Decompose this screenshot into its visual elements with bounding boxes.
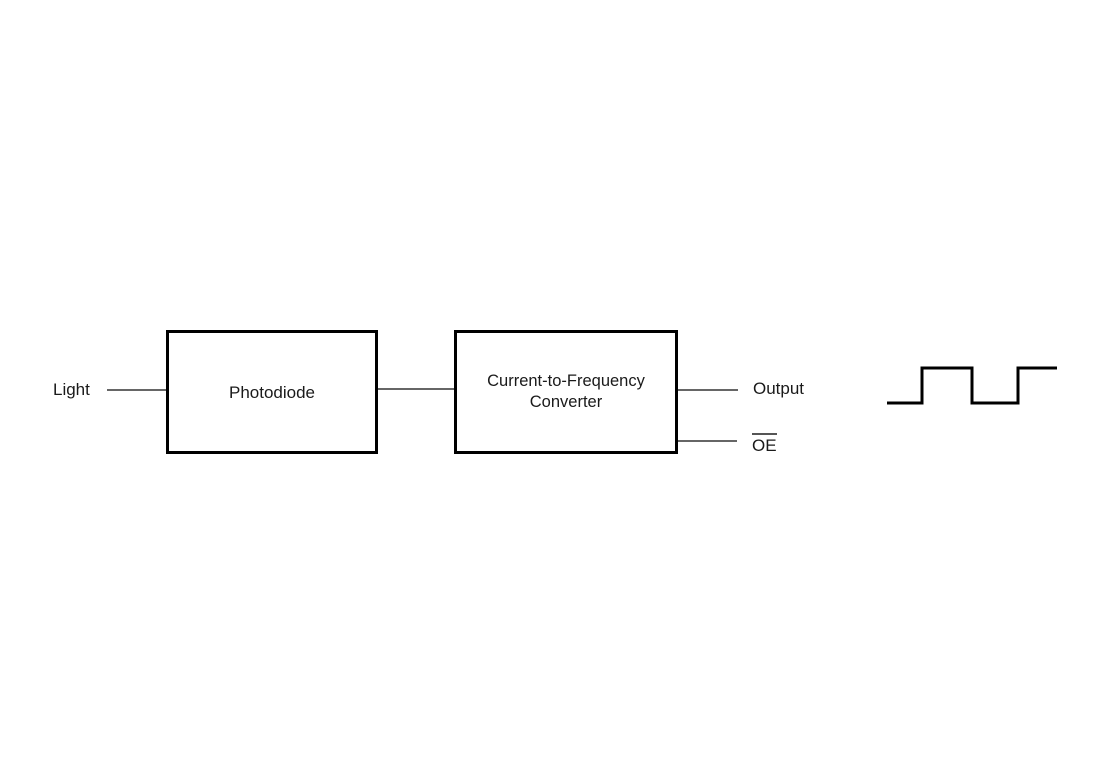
input-label-light: Light — [53, 380, 90, 399]
oe-label: OE — [752, 433, 777, 456]
block-converter-label: Current-to-Frequency Converter — [487, 372, 645, 411]
connector-converter-to-oe — [678, 440, 737, 442]
block-photodiode: Photodiode — [166, 330, 378, 454]
square-wave-icon — [887, 366, 1057, 405]
connector-converter-to-output — [678, 389, 738, 391]
block-current-to-frequency-converter: Current-to-Frequency Converter — [454, 330, 678, 454]
oe-label-text: OE — [752, 433, 777, 456]
output-label: Output — [753, 379, 805, 398]
square-wave-path — [887, 366, 1057, 405]
connector-light-to-photodiode — [107, 389, 166, 391]
connector-photodiode-to-converter — [378, 388, 454, 390]
block-photodiode-label: Photodiode — [228, 382, 316, 402]
